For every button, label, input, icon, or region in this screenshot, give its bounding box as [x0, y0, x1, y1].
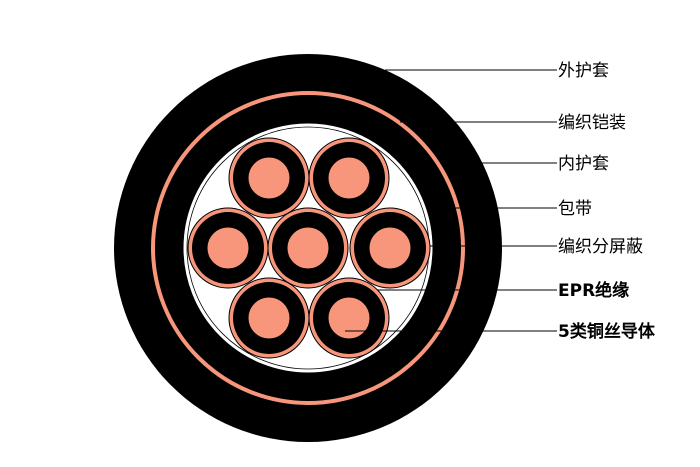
core-bottom-left: [228, 277, 310, 359]
label-copper-conductor: 5类铜丝导体: [558, 321, 656, 342]
label-inner-sheath: 内护套: [558, 154, 609, 174]
core-bottom-right: [308, 277, 390, 359]
core-top-right: [308, 137, 390, 219]
label-braided-armor: 编织铠装: [558, 113, 626, 133]
core-center: [267, 207, 349, 289]
core-left: [187, 207, 269, 289]
label-wrapping-tape: 包带: [558, 199, 592, 219]
core-group: [187, 137, 431, 359]
label-epr-insulation: EPR绝缘: [558, 280, 629, 301]
label-outer-sheath: 外护套: [558, 61, 609, 81]
label-braided-individual-shield: 编织分屏蔽: [558, 237, 643, 257]
leader-lines: [345, 69, 557, 332]
core-top-left: [228, 137, 310, 219]
braided-armor-layer: [151, 91, 465, 405]
core-right: [349, 207, 431, 289]
